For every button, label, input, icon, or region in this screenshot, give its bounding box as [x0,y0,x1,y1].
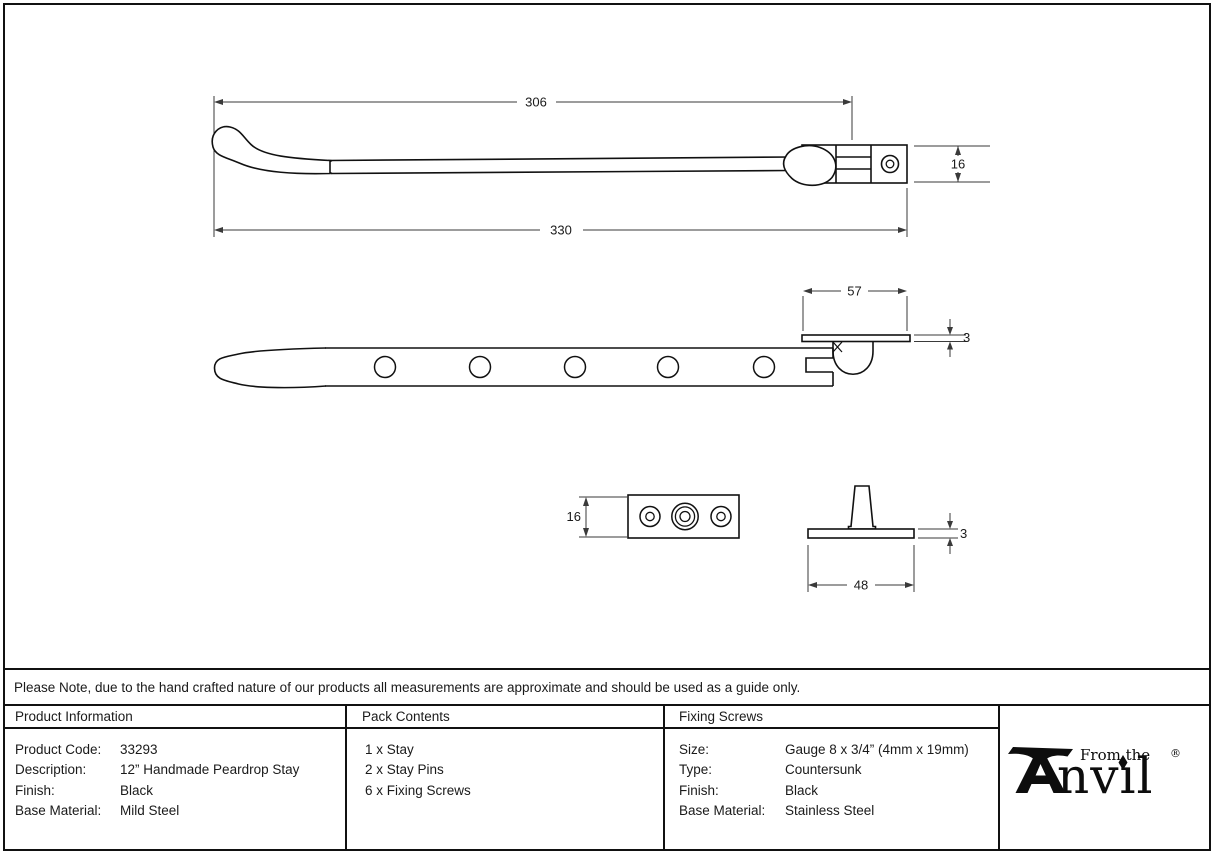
fixing-screws-header: Fixing Screws [665,706,998,729]
stay-plan-view [213,334,911,389]
pack-contents-header: Pack Contents [347,706,663,729]
product-code-label: Product Code: [15,742,102,757]
pack-item-stay-pins: 2 x Stay Pins [365,762,444,778]
finish-label: Finish: [15,782,55,798]
product-code-value: 33293 [120,742,158,757]
description-value: 12” Handmade Peardrop Stay [120,762,300,778]
screw-size-value: Gauge 8 x 3/4” (4mm x 19mm) [785,742,969,757]
dim-57-label: 57 [847,284,861,299]
pin-base-plate [807,528,915,539]
screw-hole-3 [563,355,587,379]
screw-finish-value: Black [785,782,819,798]
screw-size-row: Size: Gauge 8 x 3/4” (4mm x 19mm) [665,740,998,760]
product-information-header: Product Information [5,706,345,729]
info-table: Please Note, due to the hand crafted nat… [5,668,1209,849]
dimension-arrowheads [214,99,961,588]
brand-logo-cell: From the nvıl ® [998,706,1209,849]
screw-finish-row: Finish: Black [665,781,998,801]
dimension-labels: 306 330 16 57 3 16 3 48 [525,95,970,593]
screw-base-material-value: Stainless Steel [785,803,875,819]
dim-3-pin-label: 3 [960,526,967,541]
screw-finish-label: Finish: [679,782,719,798]
dim-330-label: 330 [550,223,572,238]
screw-hole-1 [373,355,397,379]
logo-registered-mark: ® [1170,747,1181,760]
pin-cone [847,485,877,530]
measurement-note-text: Please Note, due to the hand crafted nat… [14,679,801,695]
dim-3-bracket-label: 3 [963,330,970,345]
logo-i-diamond-dot [1118,754,1128,770]
description-label: Description: [15,762,87,778]
logo-name-text: nvıl [1057,747,1153,804]
measurement-note: Please Note, due to the hand crafted nat… [5,670,1209,706]
screw-hole-5 [752,355,776,379]
pack-item-fixing-screws: 6 x Fixing Screws [365,782,471,798]
stay-pin-plate-view [627,494,740,539]
base-material-value: Mild Steel [120,803,180,819]
stay-end-loop [782,144,837,187]
description-row: Description: 12” Handmade Peardrop Stay [5,760,345,780]
screw-type-value: Countersunk [785,762,862,778]
pack-item-stay: 1 x Stay [365,742,414,757]
dim-16-bracket-label: 16 [951,157,965,172]
dim-16-plate-label: 16 [567,509,581,524]
bracket-screw-hole [880,154,900,174]
screw-base-material-label: Base Material: [679,803,766,819]
dim-48-label: 48 [854,578,868,593]
from-the-anvil-logo: From the nvıl ® [1008,746,1181,804]
screw-hole-2 [468,355,492,379]
anvil-icon [1008,746,1073,793]
stay-side-view [211,125,908,187]
base-material-row: Base Material: Mild Steel [5,801,345,821]
dimension-lines [213,96,990,592]
bracket-hook [832,350,874,375]
screw-hole-4 [656,355,680,379]
finish-value: Black [120,782,154,798]
peardrop-handle [211,125,331,175]
bracket-plate [801,334,911,343]
screw-type-label: Type: [679,762,713,778]
screw-base-material-row: Base Material: Stainless Steel [665,801,998,821]
pack-contents-column: Pack Contents 1 x Stay 2 x Stay Pins 6 x… [345,706,663,849]
technical-drawing: 306 330 16 57 3 16 3 48 [211,95,990,593]
finish-row: Finish: Black [5,781,345,801]
base-material-label: Base Material: [15,803,102,819]
logo-prefix-text: From the [1080,746,1150,764]
pin-slot [805,357,833,373]
handle-knob [213,347,327,389]
stay-pin-side-view [807,485,915,539]
screw-type-row: Type: Countersunk [665,760,998,780]
fixing-screws-column: Fixing Screws Size: Gauge 8 x 3/4” (4mm … [663,706,998,849]
pin-boss [671,502,699,531]
product-information-column: Product Information Product Code: 33293 … [5,706,345,849]
product-code-row: Product Code: 33293 [5,740,345,760]
dim-306-label: 306 [525,95,547,110]
screw-size-label: Size: [679,742,710,757]
